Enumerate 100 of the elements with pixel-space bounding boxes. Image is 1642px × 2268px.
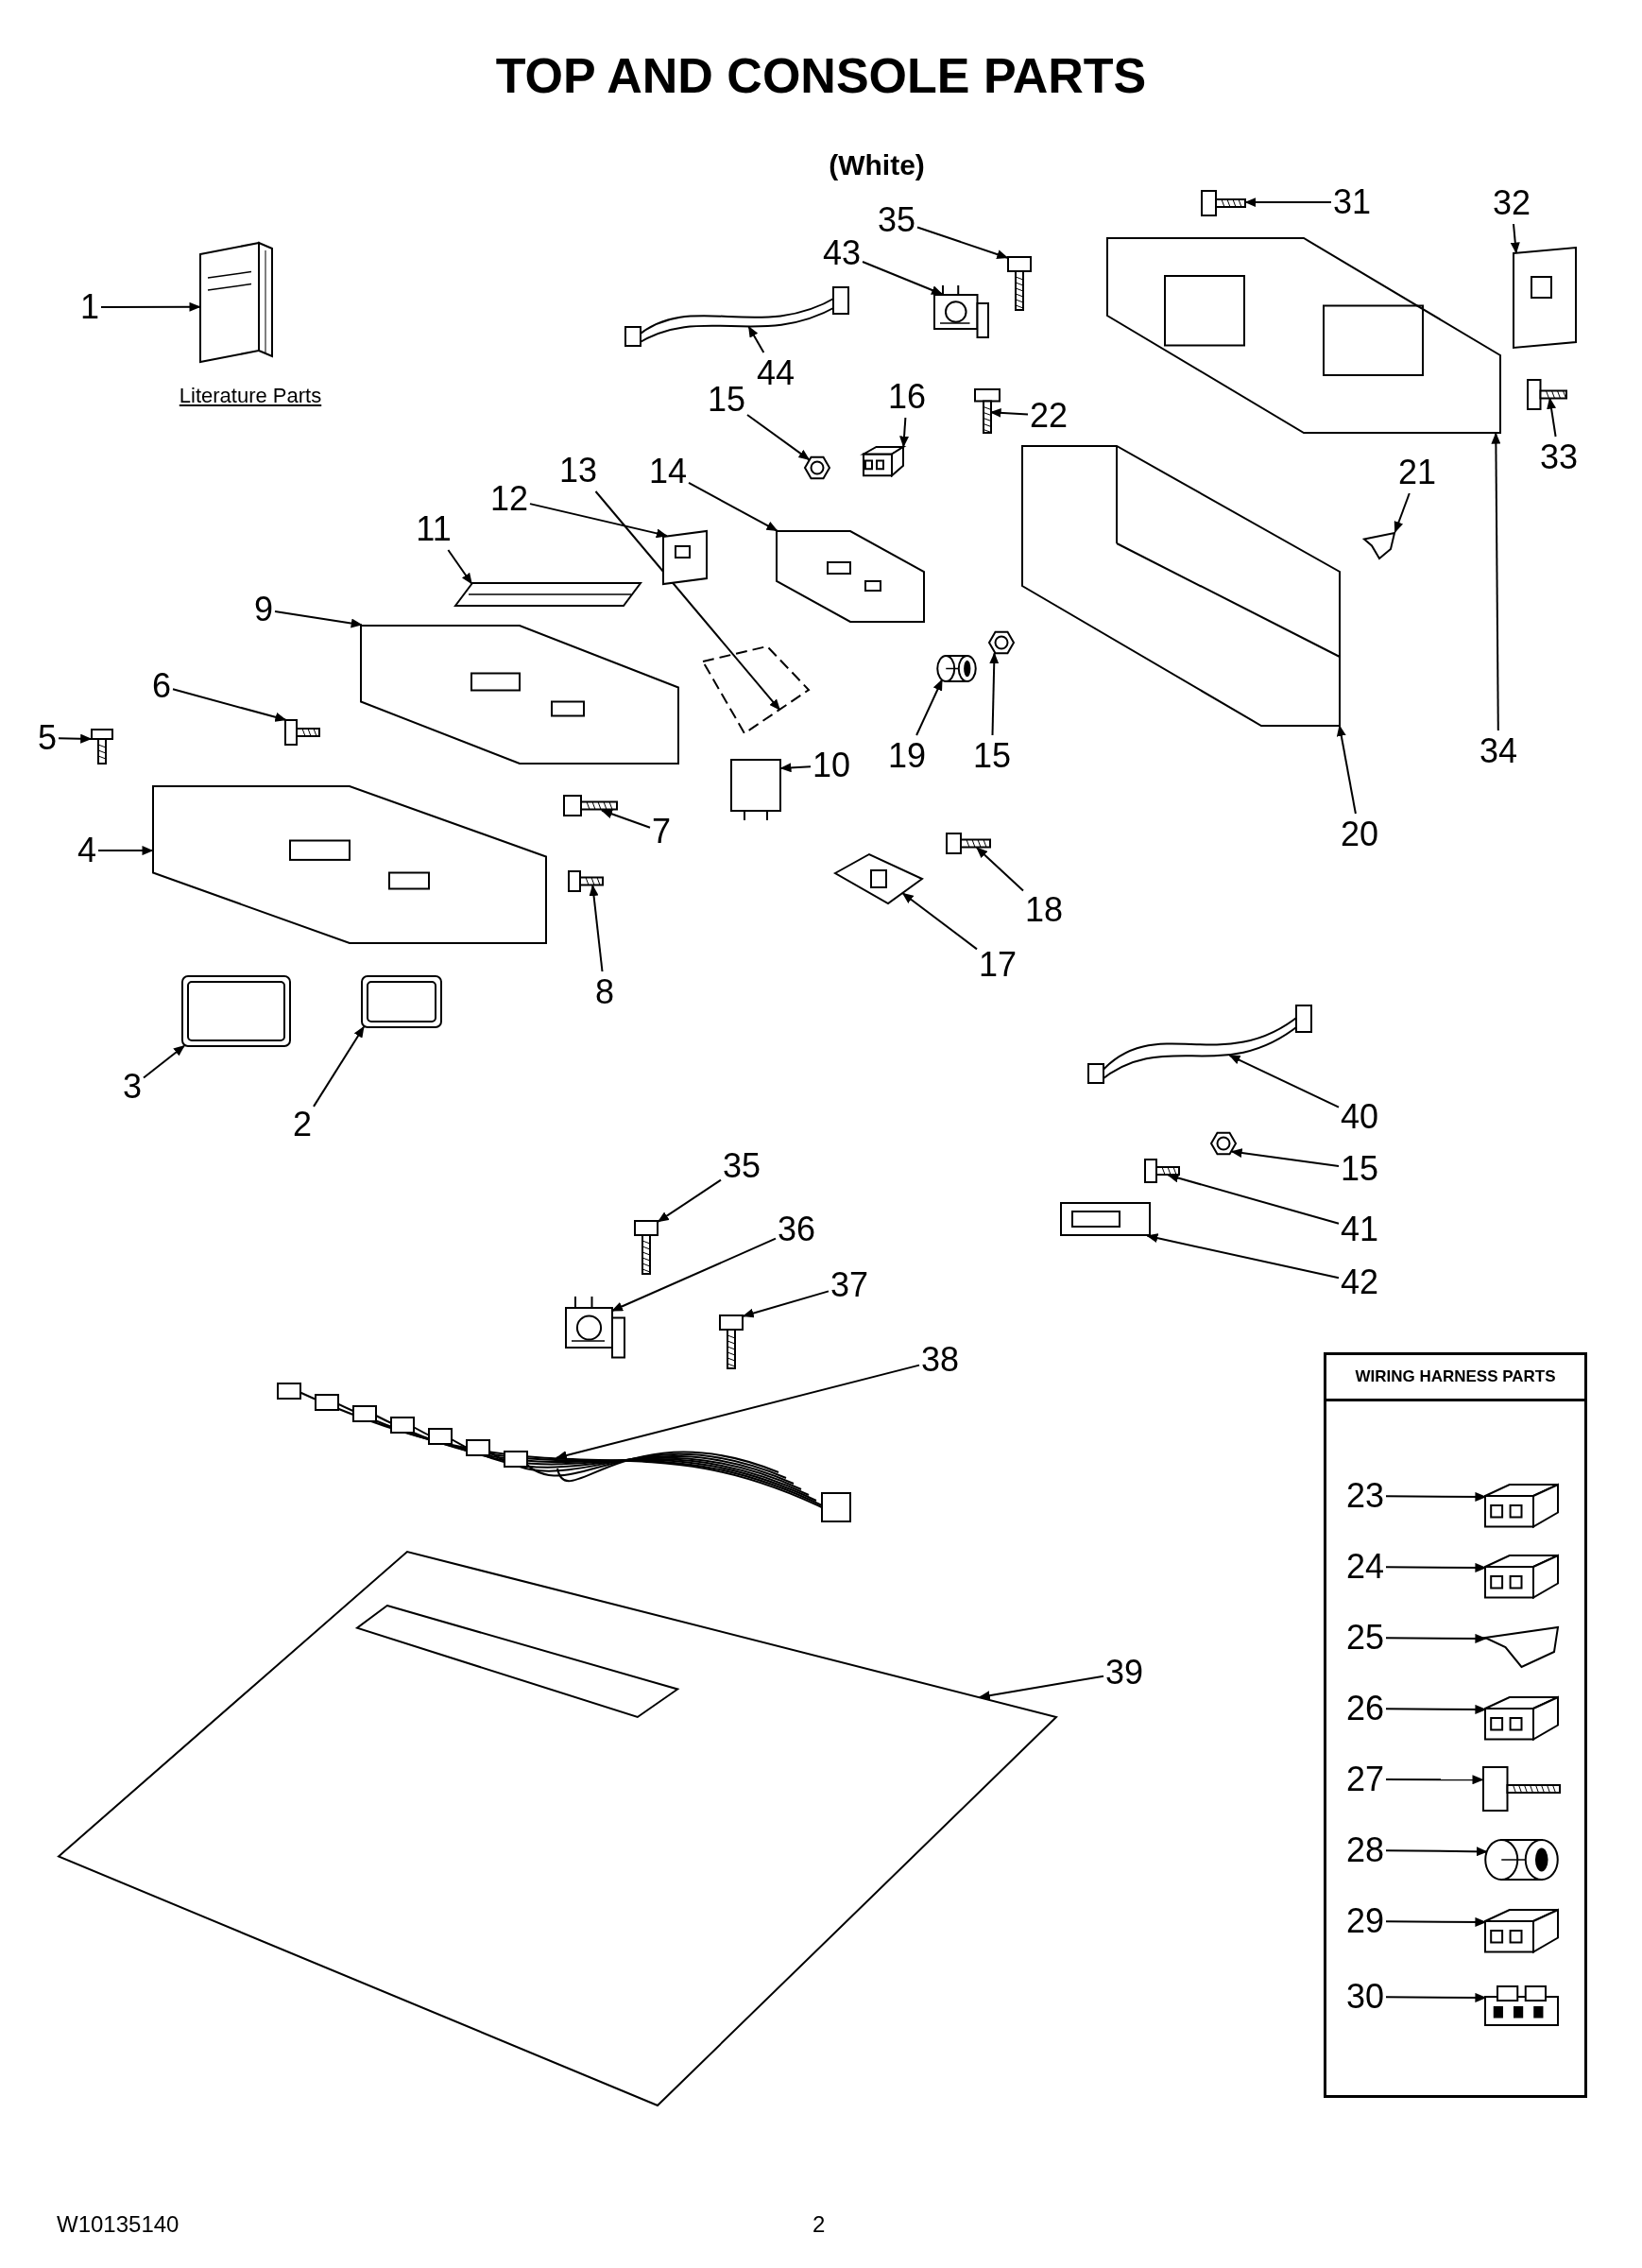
spacer-drawing xyxy=(1481,1836,1562,1883)
callout-number: 33 xyxy=(1539,438,1578,476)
leader-line xyxy=(601,809,651,829)
bracket-drawing xyxy=(831,850,926,907)
leader-line xyxy=(1385,1491,1487,1502)
screw-drawing xyxy=(633,1219,659,1276)
bezel-drawing xyxy=(1058,1200,1153,1238)
leader-line xyxy=(1385,1562,1487,1572)
leader-line xyxy=(1385,1633,1487,1643)
leader-line xyxy=(1146,1233,1340,1280)
callout-number: 15 xyxy=(972,737,1011,775)
callout-number: 7 xyxy=(652,813,671,850)
screw-drawing xyxy=(1481,1765,1562,1813)
panel-drawing xyxy=(359,624,680,765)
nut-drawing xyxy=(1209,1129,1238,1158)
leader-line xyxy=(1385,1704,1487,1714)
screw-drawing xyxy=(90,728,114,765)
callout-number: 12 xyxy=(489,480,528,518)
callout-number: 44 xyxy=(756,354,795,392)
leader-line xyxy=(975,847,1024,892)
wire-harness-drawing xyxy=(1086,1002,1313,1087)
callout-number: 30 xyxy=(1345,1978,1384,2016)
connector-drawing xyxy=(1481,1907,1562,1954)
callout-number: 26 xyxy=(1345,1690,1384,1727)
callout-number: 5 xyxy=(38,719,57,757)
nut-drawing xyxy=(803,454,831,482)
callout-number: 20 xyxy=(1340,816,1378,853)
leader-line xyxy=(97,846,154,856)
callout-number: 1 xyxy=(80,288,99,326)
callout-number: 10 xyxy=(812,747,850,784)
callout-number: 18 xyxy=(1024,891,1063,929)
document-number: W10135140 xyxy=(57,2211,180,2238)
clip-drawing xyxy=(1481,1624,1562,1671)
leader-line xyxy=(274,610,363,628)
callout-number: 28 xyxy=(1345,1831,1384,1869)
lens-drawing xyxy=(180,973,293,1049)
leader-line xyxy=(657,1178,722,1223)
leader-line xyxy=(1385,1916,1487,1927)
callout-number: 17 xyxy=(978,946,1017,984)
relay-drawing xyxy=(562,1295,628,1361)
leader-line xyxy=(594,490,781,712)
leader-line xyxy=(58,733,93,744)
leader-line xyxy=(978,1675,1104,1700)
callout-number: 35 xyxy=(877,201,915,239)
switch-drawing xyxy=(727,756,784,822)
callout-number: 4 xyxy=(77,832,96,869)
leader-line xyxy=(611,1237,777,1312)
leader-line xyxy=(688,481,778,532)
callout-number: 29 xyxy=(1345,1902,1384,1940)
spacer-drawing xyxy=(935,652,978,685)
leader-line xyxy=(901,892,978,951)
relay-drawing xyxy=(931,284,992,340)
callout-number: 15 xyxy=(1340,1150,1378,1188)
leader-line xyxy=(1547,397,1557,438)
screw-drawing xyxy=(1143,1158,1181,1184)
screw-drawing xyxy=(567,869,605,893)
page-number: 2 xyxy=(812,2211,826,2238)
callout-number: 9 xyxy=(254,591,273,628)
leader-line xyxy=(100,301,201,312)
circuit-board-drawing xyxy=(661,529,709,586)
leader-line xyxy=(1336,725,1357,815)
callout-number: 35 xyxy=(722,1147,761,1185)
leader-line xyxy=(746,414,811,461)
leader-line xyxy=(447,549,473,585)
leader-line xyxy=(1385,1847,1488,1857)
panel-title: WIRING HARNESS PARTS xyxy=(1326,1355,1584,1401)
callout-number: 42 xyxy=(1340,1263,1378,1301)
caption: Literature Parts xyxy=(178,384,323,408)
callout-number: 21 xyxy=(1397,454,1436,491)
leader-line xyxy=(742,1290,830,1318)
leader-line xyxy=(529,503,668,539)
callout-number: 32 xyxy=(1492,184,1531,222)
panel-drawing xyxy=(151,784,548,945)
callout-number: 16 xyxy=(887,378,926,416)
callout-number: 19 xyxy=(887,737,926,775)
leader-line xyxy=(989,407,1029,418)
screw-drawing xyxy=(562,794,619,817)
leader-line xyxy=(916,226,1009,259)
screw-drawing xyxy=(283,718,321,747)
leader-line xyxy=(1385,1992,1487,2002)
callout-number: 2 xyxy=(293,1106,312,1143)
leader-line xyxy=(1491,432,1501,731)
callout-number: 43 xyxy=(822,234,861,272)
leader-line xyxy=(556,1364,920,1460)
leader-line xyxy=(862,261,944,296)
screw-drawing xyxy=(1526,378,1568,411)
wire-harness-drawing xyxy=(624,284,850,350)
callout-number: 34 xyxy=(1479,732,1517,770)
screw-drawing xyxy=(973,387,1001,435)
callout-number: 36 xyxy=(777,1211,815,1248)
callout-number: 40 xyxy=(1340,1098,1378,1136)
trim-strip-drawing xyxy=(453,581,642,608)
leader-line xyxy=(989,652,1000,736)
callout-number: 13 xyxy=(558,452,597,490)
callout-number: 22 xyxy=(1029,397,1068,435)
leader-line xyxy=(589,885,604,972)
callout-number: 24 xyxy=(1345,1548,1384,1586)
leader-line xyxy=(1394,492,1411,533)
screw-drawing xyxy=(1006,255,1033,312)
callout-number: 3 xyxy=(123,1068,142,1106)
